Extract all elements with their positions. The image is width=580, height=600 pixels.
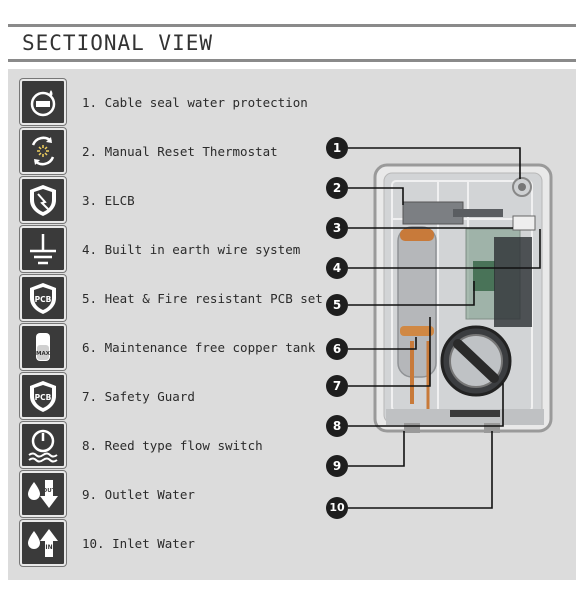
content-panel: 1. Cable seal water protection 2. <box>8 69 576 580</box>
callout-5: 5 <box>326 294 348 316</box>
callout-4: 4 <box>326 257 348 279</box>
outlet-water-icon: OUT <box>20 471 66 517</box>
feature-item: 4. Built in earth wire system <box>20 226 310 272</box>
feature-item: 2. Manual Reset Thermostat <box>20 128 310 174</box>
feature-label: 6. Maintenance free copper tank <box>82 339 316 355</box>
svg-text:PCB: PCB <box>35 295 52 304</box>
callout-7: 7 <box>326 375 348 397</box>
feature-label: 10. Inlet Water <box>82 535 195 551</box>
feature-item: PCB 5. Heat & Fire resistant PCB set <box>20 275 323 321</box>
feature-label: 1. Cable seal water protection <box>82 94 308 110</box>
callout-8: 8 <box>326 415 348 437</box>
feature-label: 4. Built in earth wire system <box>82 241 301 257</box>
outlet-fitting <box>404 423 420 433</box>
feature-list: 1. Cable seal water protection 2. <box>8 69 323 580</box>
cable-seal-icon <box>20 79 66 125</box>
callout-10: 10 <box>326 497 348 519</box>
feature-item: IN 10. Inlet Water <box>20 520 310 566</box>
callout-1: 1 <box>326 137 348 159</box>
water-heater-illustration <box>348 147 553 509</box>
top-rule <box>8 24 576 27</box>
feature-label: 9. Outlet Water <box>82 486 195 502</box>
copper-tank <box>397 226 437 378</box>
feature-item: 1. Cable seal water protection <box>20 79 310 125</box>
safety-guard-pcb-icon: PCB <box>20 373 66 419</box>
feature-label: 2. Manual Reset Thermostat <box>82 143 278 159</box>
callout-9: 9 <box>326 455 348 477</box>
sectional-diagram: 1 2 3 4 5 6 7 8 9 10 <box>308 69 576 580</box>
elcb-shield-icon <box>20 177 66 223</box>
pcb-components <box>473 261 495 291</box>
copper-band-bottom <box>400 326 434 336</box>
title-rule <box>8 59 576 62</box>
copper-band-top <box>400 229 434 241</box>
svg-text:IN: IN <box>45 544 52 551</box>
inlet-fitting <box>484 423 500 433</box>
thermostat-bracket <box>453 209 503 217</box>
feature-item: PCB 7. Safety Guard <box>20 373 310 419</box>
copper-tank-icon: MAX <box>20 324 66 370</box>
feature-label: 3. ELCB <box>82 192 135 208</box>
feature-item: OUT 9. Outlet Water <box>20 471 310 517</box>
svg-text:OUT: OUT <box>43 488 56 494</box>
earth-ground-icon <box>20 226 66 272</box>
feature-label: 8. Reed type flow switch <box>82 437 263 453</box>
feature-label: 7. Safety Guard <box>82 388 195 404</box>
inlet-water-icon: IN <box>20 520 66 566</box>
callout-6: 6 <box>326 338 348 360</box>
internal-block <box>494 237 532 327</box>
flow-switch-icon <box>20 422 66 468</box>
thermostat-reset-icon <box>20 128 66 174</box>
svg-text:PCB: PCB <box>35 393 52 402</box>
svg-text:MAX: MAX <box>36 351 51 357</box>
feature-item: 8. Reed type flow switch <box>20 422 310 468</box>
feature-item: MAX 6. Maintenance free copper tank <box>20 324 315 370</box>
feature-item: 3. ELCB <box>20 177 310 223</box>
callout-2: 2 <box>326 177 348 199</box>
page-title: SECTIONAL VIEW <box>22 31 214 55</box>
knob-grip <box>453 339 499 383</box>
feature-label: 5. Heat & Fire resistant PCB set <box>82 290 323 306</box>
elcb-module <box>512 215 536 231</box>
callout-3: 3 <box>326 217 348 239</box>
model-plate <box>450 410 500 417</box>
pcb-shield-icon: PCB <box>20 275 66 321</box>
leader-lines <box>348 147 541 509</box>
